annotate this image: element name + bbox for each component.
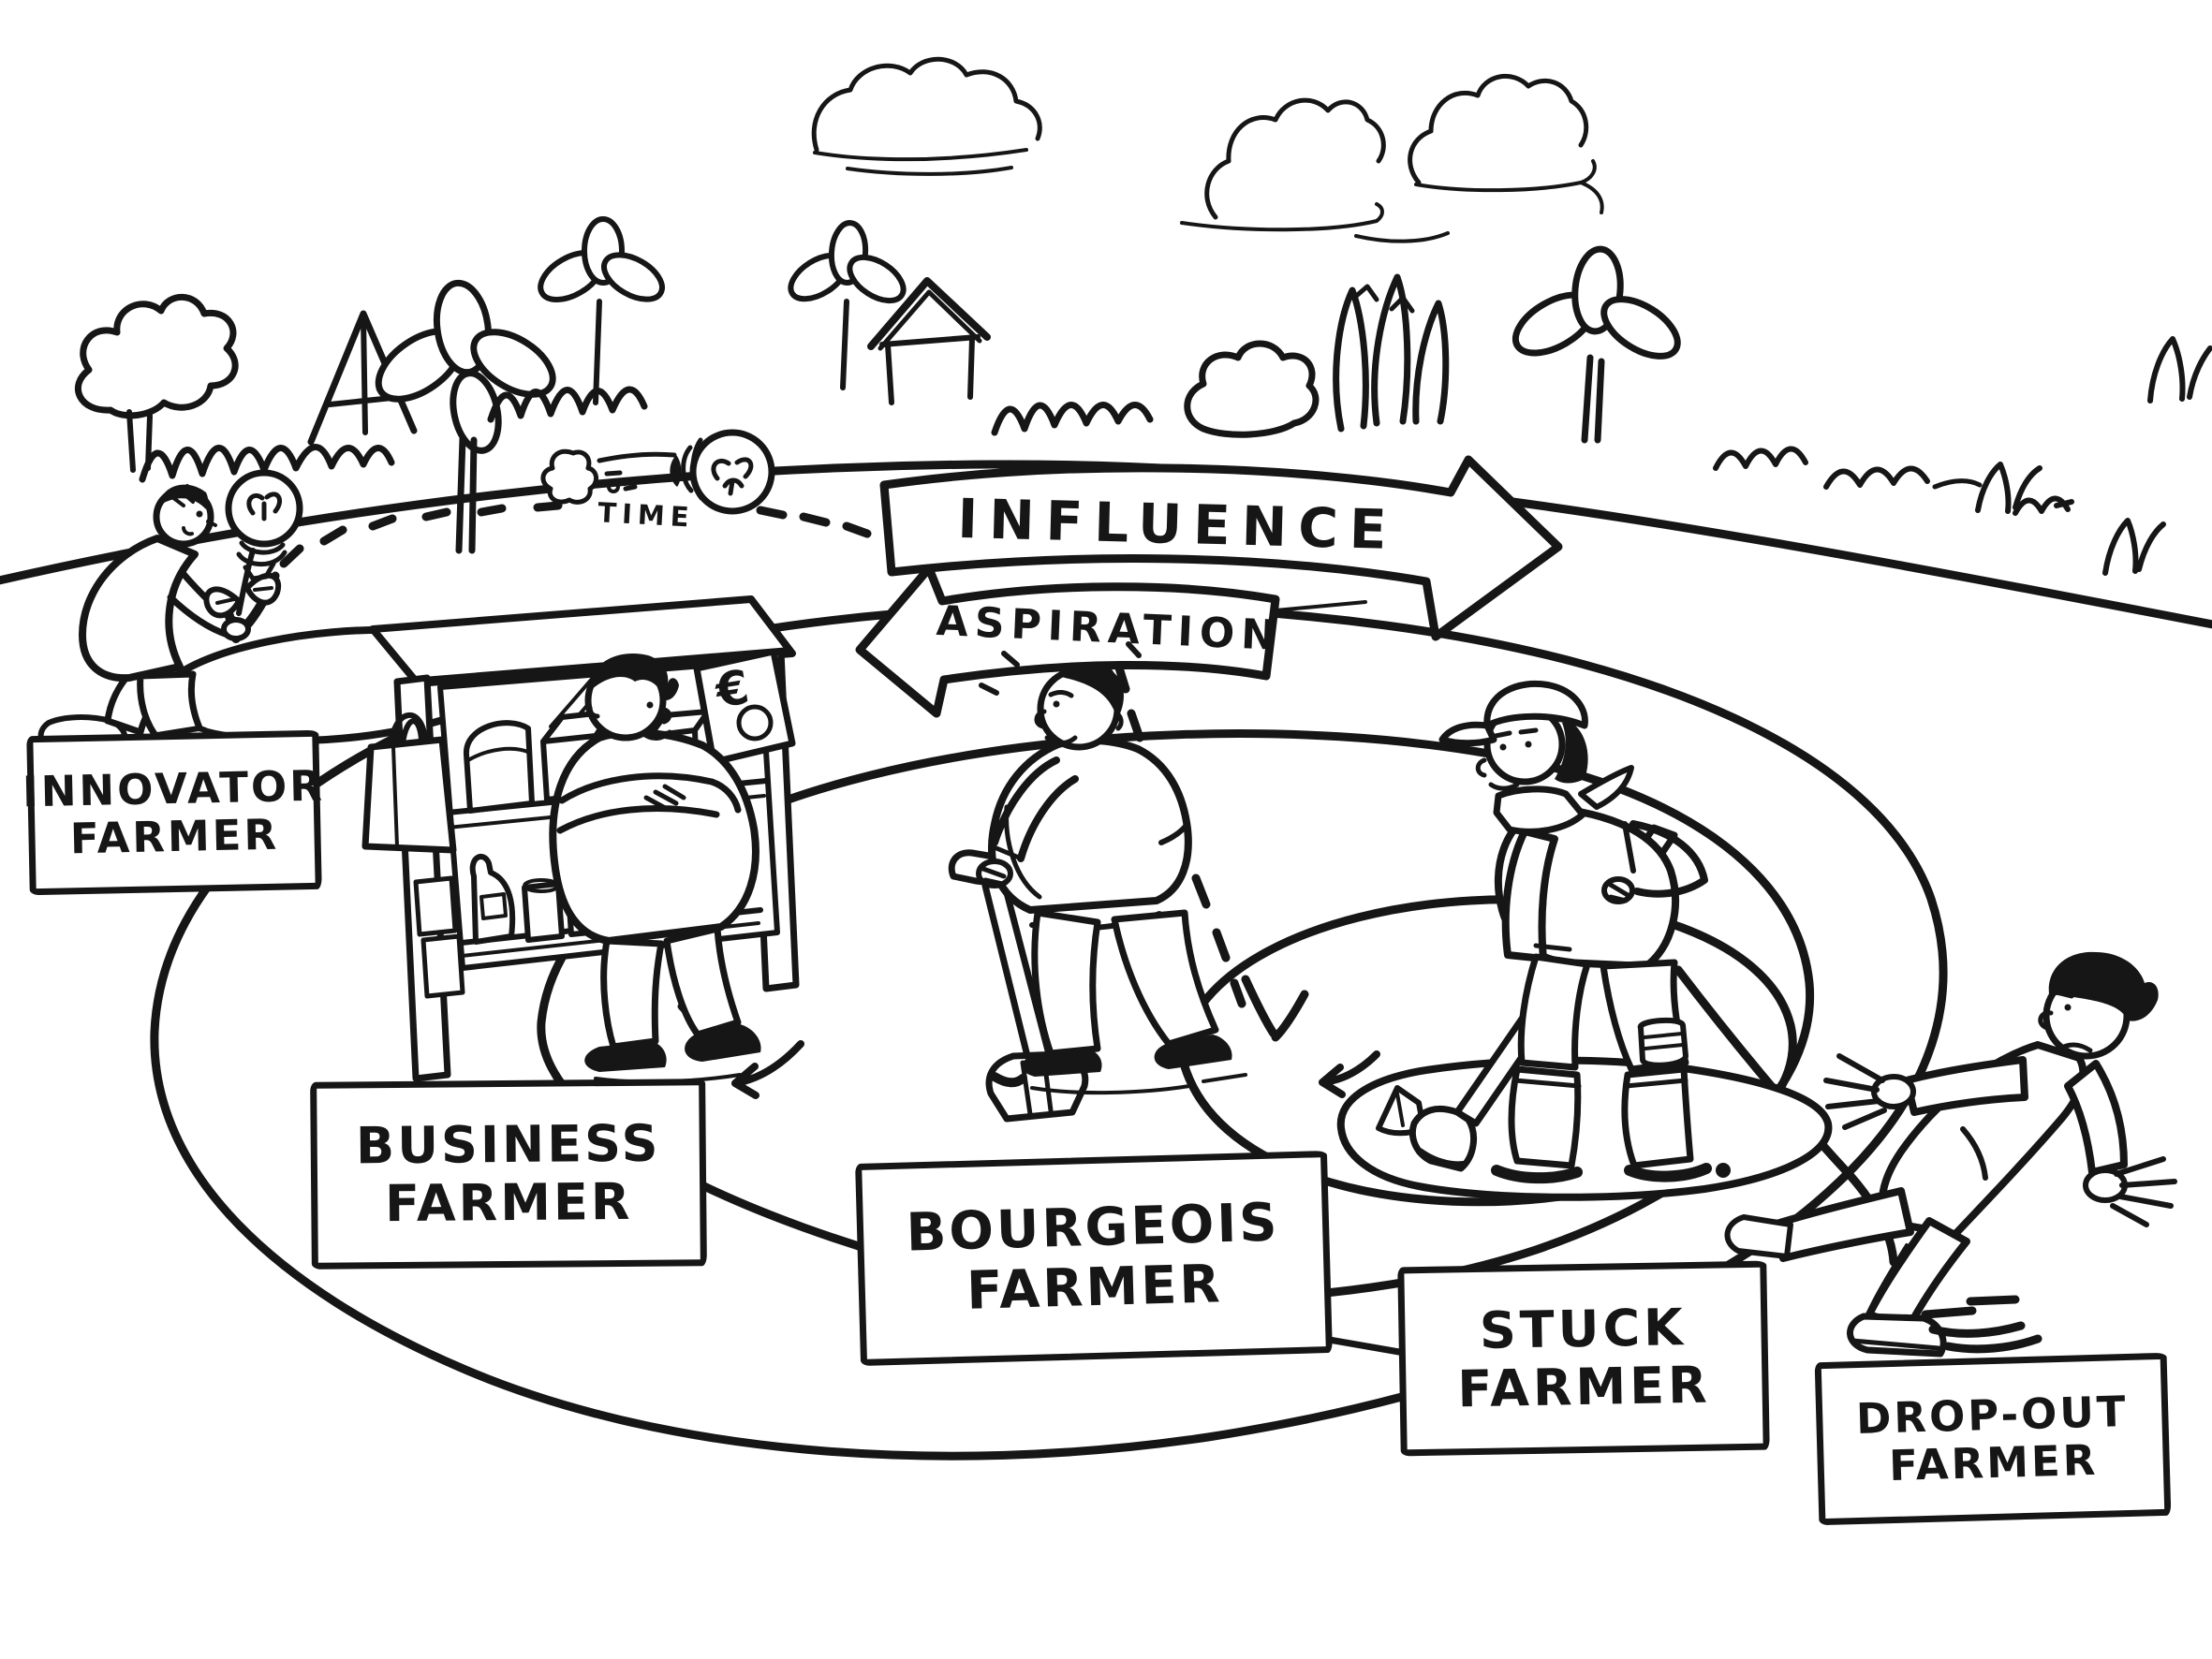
label-line: INNOVATOR [22, 760, 326, 817]
label-line: STUCK [1479, 1298, 1688, 1361]
label-line: FARMER [1456, 1355, 1712, 1419]
cloud-icon [1180, 97, 1450, 243]
label-line: FARMER [384, 1171, 633, 1234]
flying-lightbulb-icon [540, 429, 775, 515]
bush-icon [1184, 273, 1450, 438]
aspiration-arrow [855, 564, 1280, 718]
time-label: TIME [597, 496, 696, 534]
label-line: BOURGEOIS [905, 1192, 1281, 1264]
bush-icon [139, 444, 395, 483]
price-sign [693, 648, 796, 766]
innovator-farmer-label: INNOVATOR FARMER [22, 729, 325, 896]
horizon-line [0, 460, 2212, 629]
label-line: FARMER [69, 809, 280, 864]
label-line: BUSINESS [355, 1114, 661, 1176]
bush-icon [991, 402, 1154, 436]
aspiration-arrow-tail [1274, 600, 1367, 612]
time-dashed-path [222, 501, 872, 643]
ring-direction-arrow-icon [1319, 1050, 1380, 1098]
stuck-farmer-label: STUCK FARMER [1397, 1260, 1770, 1457]
tree-icon [75, 293, 239, 473]
cloud-icon [811, 56, 1042, 176]
cloud-icon [1408, 74, 1604, 214]
business-farmer-label: BUSINESS FARMER [310, 1079, 707, 1270]
stuck-farmer-figure [1438, 681, 1731, 1184]
bourgeois-farmer-figure [976, 641, 1247, 1095]
lightbulb-plant-icon [203, 469, 303, 619]
shopping-bag-icon [361, 712, 457, 854]
influence-label: INFLUENCE [956, 486, 1399, 563]
innovator-farmer-figure [37, 484, 251, 760]
windmill-flower-icon [788, 220, 907, 390]
euro-sign: € [712, 659, 753, 719]
dropout-farmer-figure [1724, 951, 2177, 1358]
dropout-farmer-label: DROP-OUT FARMER [1814, 1352, 2172, 1526]
bourgeois-farmer-label: BOURGEOIS FARMER [855, 1151, 1333, 1366]
windmill-flower-icon [1512, 245, 1681, 444]
aspiration-label: ASPIRATION [935, 596, 1284, 660]
label-line: FARMER [966, 1254, 1224, 1322]
house-icon [867, 277, 991, 405]
label-line: FARMER [1888, 1434, 2100, 1491]
bush-icon [487, 386, 648, 423]
windmill-flower-icon [375, 279, 556, 554]
windmill-flower-icon [538, 216, 665, 405]
spade-icon [948, 849, 1089, 1123]
influence-arrow [879, 455, 1563, 641]
hedge-icon [1713, 336, 2212, 576]
